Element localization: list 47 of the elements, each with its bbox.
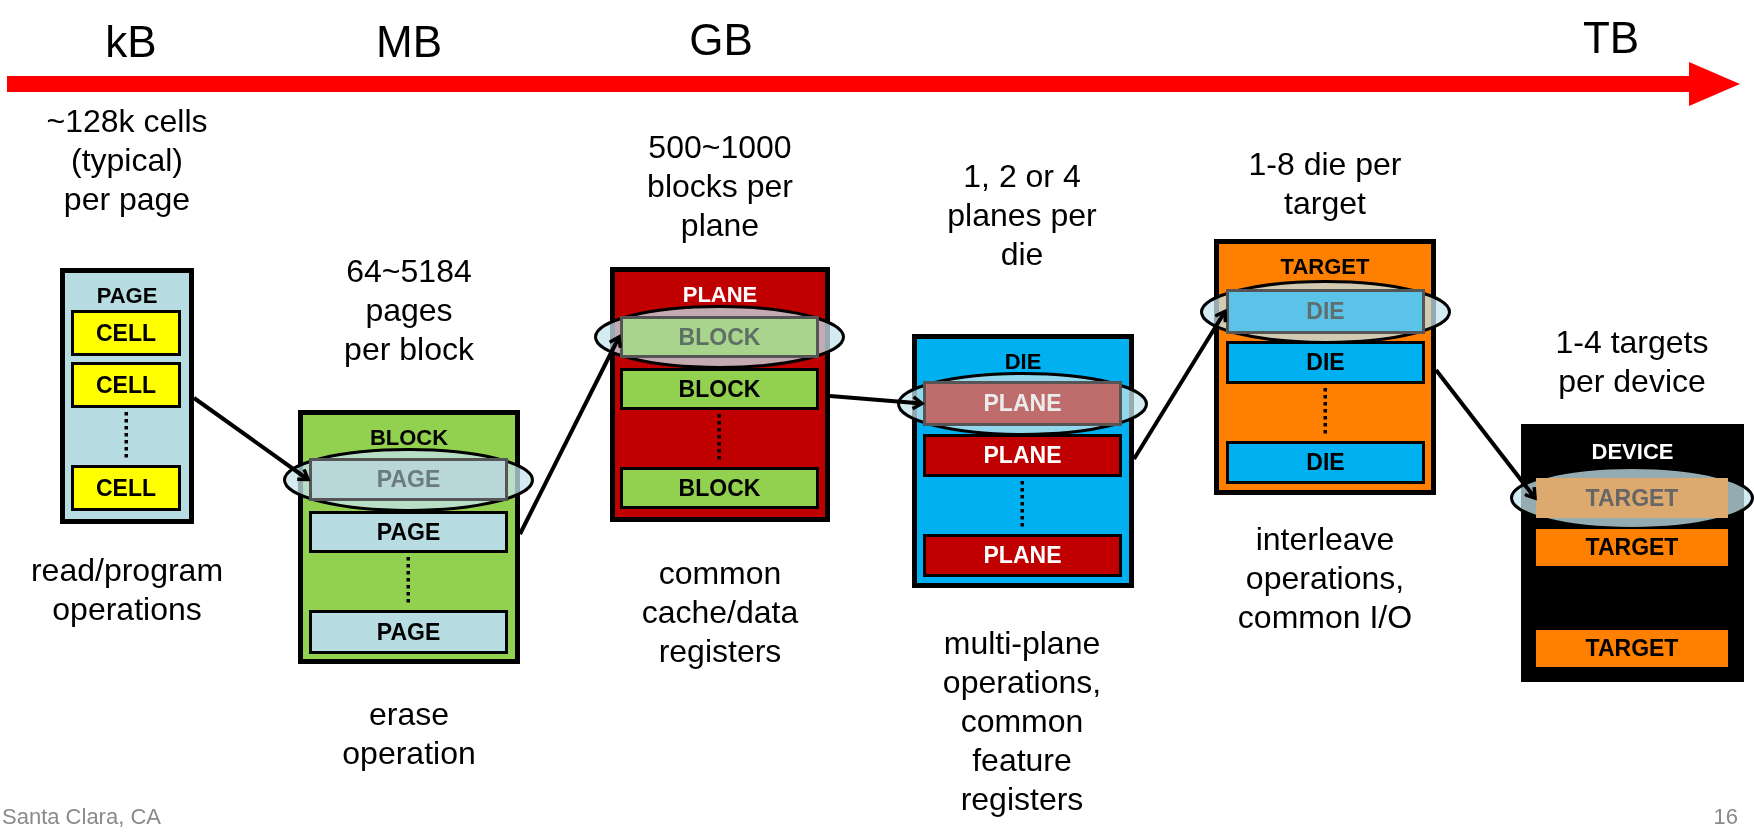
cell-box: CELL [71,362,181,408]
block-box: BLOCK [620,368,819,410]
block-box: BLOCK [620,316,819,358]
caption-text: erase operation [341,695,477,774]
page-number: 16 [1713,806,1738,828]
die-box: DIE [1226,441,1425,484]
cell-box: CELL [71,465,181,511]
caption-text: 1-8 die per target [1247,145,1403,224]
footer-text: Santa Clara, CA [2,806,161,828]
caption-text: common cache/data registers [640,554,800,672]
scale-label: TB [1582,16,1640,60]
container-title: DEVICE [1590,441,1675,463]
arrow [1132,309,1228,461]
plane-box: PLANE [923,534,1122,577]
caption-text: 1, 2 or 4 planes per die [946,157,1098,275]
plane-box: PLANE [923,381,1122,426]
scale-label: GB [689,18,753,62]
caption-text: multi-plane operations, common feature registers [941,624,1103,820]
page-box: PAGE [309,511,508,553]
arrow [1434,368,1537,500]
caption-text: 1-4 targets per device [1554,323,1710,402]
die-box: DIE [1226,341,1425,384]
caption-text: read/program operations [29,551,225,630]
page-container [60,268,194,524]
target-box: TARGET [1536,478,1728,518]
scale-label: MB [376,20,442,64]
container-title: TARGET [1279,256,1371,278]
caption-text: ~128k cells (typical) per page [45,102,209,220]
target-box: TARGET [1536,529,1728,566]
cell-box: CELL [71,310,181,356]
caption-text: 64~5184 pages per block [343,252,475,370]
caption-text: 500~1000 blocks per plane [646,128,794,246]
target-box: TARGET [1536,630,1728,667]
arrow [192,396,310,482]
container-title: DIE [1003,351,1043,373]
container-title: BLOCK [368,427,450,449]
container-title: PLANE [681,284,759,306]
caption-text: interleave operations, common I/O [1236,520,1414,638]
page-box: PAGE [309,458,508,501]
scale-label: kB [105,20,157,64]
die-box: DIE [1226,289,1425,334]
block-box: BLOCK [620,467,819,509]
container-title: PAGE [95,285,159,307]
plane-box: PLANE [923,434,1122,477]
arrow [518,335,623,535]
page-box: PAGE [309,610,508,654]
arrow [829,394,924,411]
